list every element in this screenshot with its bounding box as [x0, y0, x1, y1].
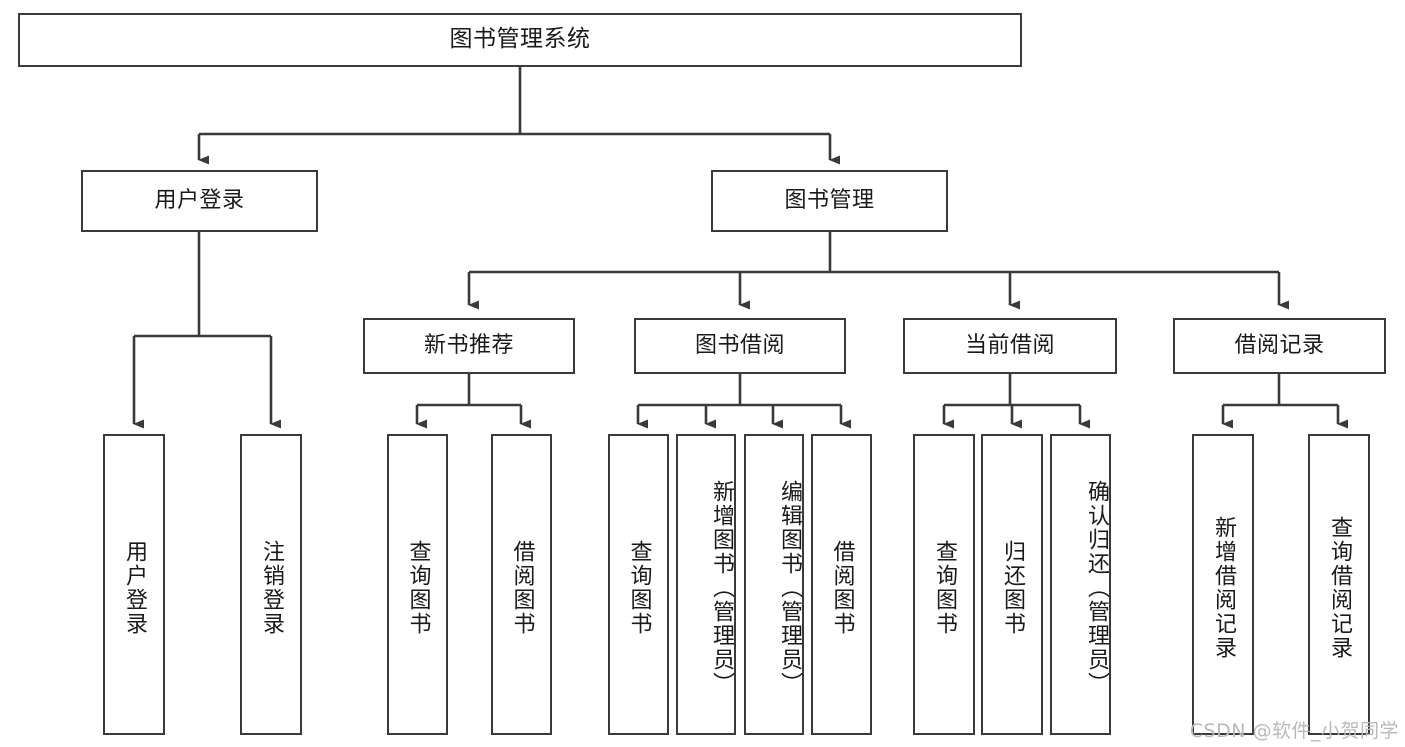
- leaf-borrow-record-add-record-label: 新增借阅记录: [1210, 515, 1236, 660]
- leaf-current-borrow-confirm-return[interactable]: 确认归还（管理员）: [1050, 434, 1111, 735]
- leaf-current-borrow-return-book[interactable]: 归还图书: [981, 434, 1043, 735]
- leaf-book-borrow-edit-book-label: 编辑图书（管理员）: [777, 479, 802, 696]
- leaf-user-login-logout-label: 注销登录: [258, 539, 284, 636]
- node-current-borrow[interactable]: 当前借阅: [903, 318, 1117, 374]
- leaf-user-login-login[interactable]: 用户登录: [103, 434, 165, 735]
- leaf-current-borrow-query-book-label: 查询图书: [931, 539, 957, 636]
- leaf-borrow-record-add-record[interactable]: 新增借阅记录: [1192, 434, 1254, 735]
- node-root-book-management-system[interactable]: 图书管理系统: [18, 13, 1022, 67]
- leaf-borrow-record-query-record-label: 查询借阅记录: [1326, 515, 1352, 660]
- node-book-management-label: 图书管理: [784, 188, 875, 214]
- leaf-current-borrow-query-book[interactable]: 查询图书: [913, 434, 975, 735]
- leaf-new-book-query-book-label: 查询图书: [405, 539, 431, 636]
- leaf-new-book-query-book[interactable]: 查询图书: [387, 434, 448, 735]
- node-book-management[interactable]: 图书管理: [711, 170, 948, 232]
- node-book-borrow-label: 图书借阅: [694, 333, 785, 359]
- leaf-book-borrow-edit-book[interactable]: 编辑图书（管理员）: [744, 434, 804, 735]
- leaf-user-login-login-label: 用户登录: [121, 539, 147, 636]
- node-borrow-record[interactable]: 借阅记录: [1173, 318, 1386, 374]
- node-borrow-record-label: 借阅记录: [1234, 333, 1325, 359]
- node-new-book-recommend[interactable]: 新书推荐: [363, 318, 575, 374]
- leaf-book-borrow-add-book[interactable]: 新增图书（管理员）: [676, 434, 736, 735]
- leaf-new-book-borrow-book[interactable]: 借阅图书: [491, 434, 552, 735]
- node-user-login-label: 用户登录: [154, 188, 245, 214]
- leaf-book-borrow-query-book[interactable]: 查询图书: [608, 434, 669, 735]
- node-root-label: 图书管理系统: [449, 26, 591, 53]
- leaf-book-borrow-query-book-label: 查询图书: [626, 539, 652, 636]
- leaf-borrow-record-query-record[interactable]: 查询借阅记录: [1308, 434, 1370, 735]
- leaf-user-login-logout[interactable]: 注销登录: [240, 434, 302, 735]
- leaf-new-book-borrow-book-label: 借阅图书: [509, 539, 535, 636]
- leaf-current-borrow-confirm-return-label: 确认归还（管理员）: [1084, 479, 1109, 696]
- leaf-book-borrow-borrow-book[interactable]: 借阅图书: [811, 434, 872, 735]
- node-user-login[interactable]: 用户登录: [81, 170, 318, 232]
- leaf-book-borrow-borrow-book-label: 借阅图书: [829, 539, 855, 636]
- node-book-borrow[interactable]: 图书借阅: [634, 318, 846, 374]
- node-current-borrow-label: 当前借阅: [964, 333, 1055, 359]
- leaf-current-borrow-return-book-label: 归还图书: [999, 539, 1025, 636]
- node-new-book-recommend-label: 新书推荐: [423, 333, 514, 359]
- leaf-book-borrow-add-book-label: 新增图书（管理员）: [709, 479, 734, 696]
